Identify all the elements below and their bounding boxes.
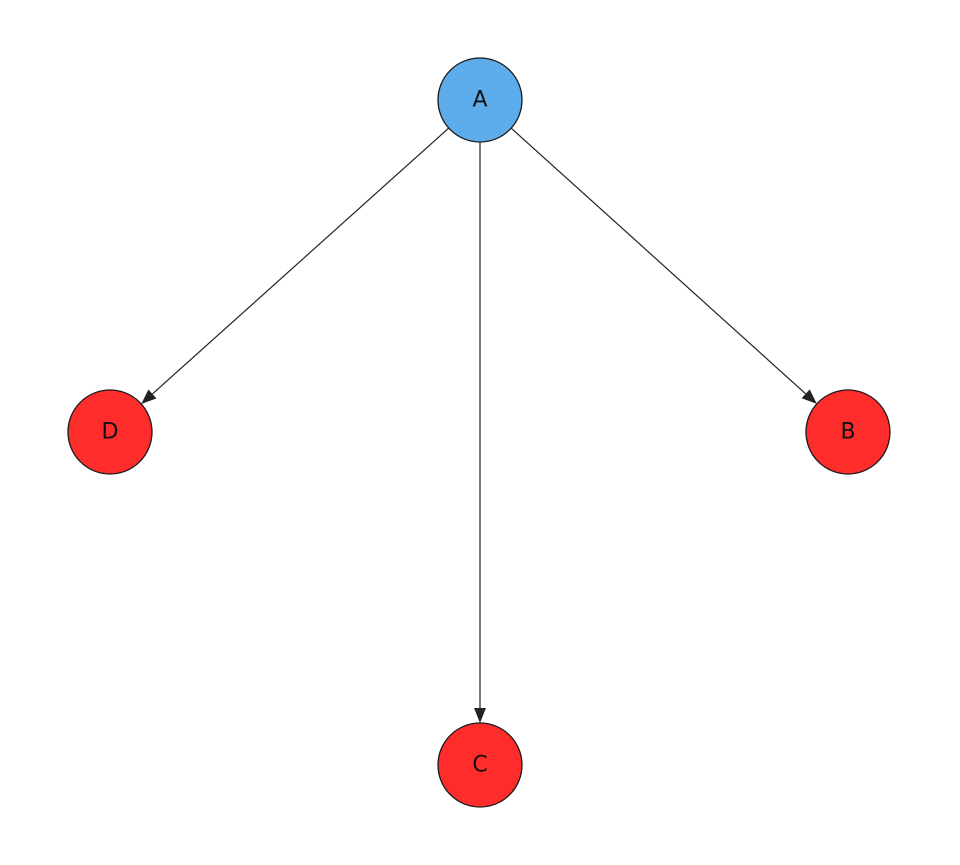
edge-a-c — [474, 142, 486, 723]
node-label: D — [102, 420, 119, 445]
node-circle — [437, 722, 523, 808]
nodes-layer: A D C B — [67, 57, 891, 808]
arrowhead-icon — [801, 389, 817, 404]
edge-a-b — [510, 127, 817, 404]
edge-a-d — [141, 127, 450, 404]
node-d: D — [67, 389, 153, 475]
edge-line — [510, 127, 807, 395]
node-circle — [437, 57, 523, 143]
edge-line — [152, 127, 450, 395]
node-label: A — [472, 88, 487, 113]
arrowhead-icon — [474, 708, 486, 723]
node-label: C — [472, 753, 487, 778]
node-circle — [67, 389, 153, 475]
arrowhead-icon — [141, 389, 157, 404]
node-label: B — [840, 420, 855, 445]
node-a: A — [437, 57, 523, 143]
node-c: C — [437, 722, 523, 808]
node-b: B — [805, 389, 891, 475]
edges-layer — [141, 127, 817, 723]
node-circle — [805, 389, 891, 475]
